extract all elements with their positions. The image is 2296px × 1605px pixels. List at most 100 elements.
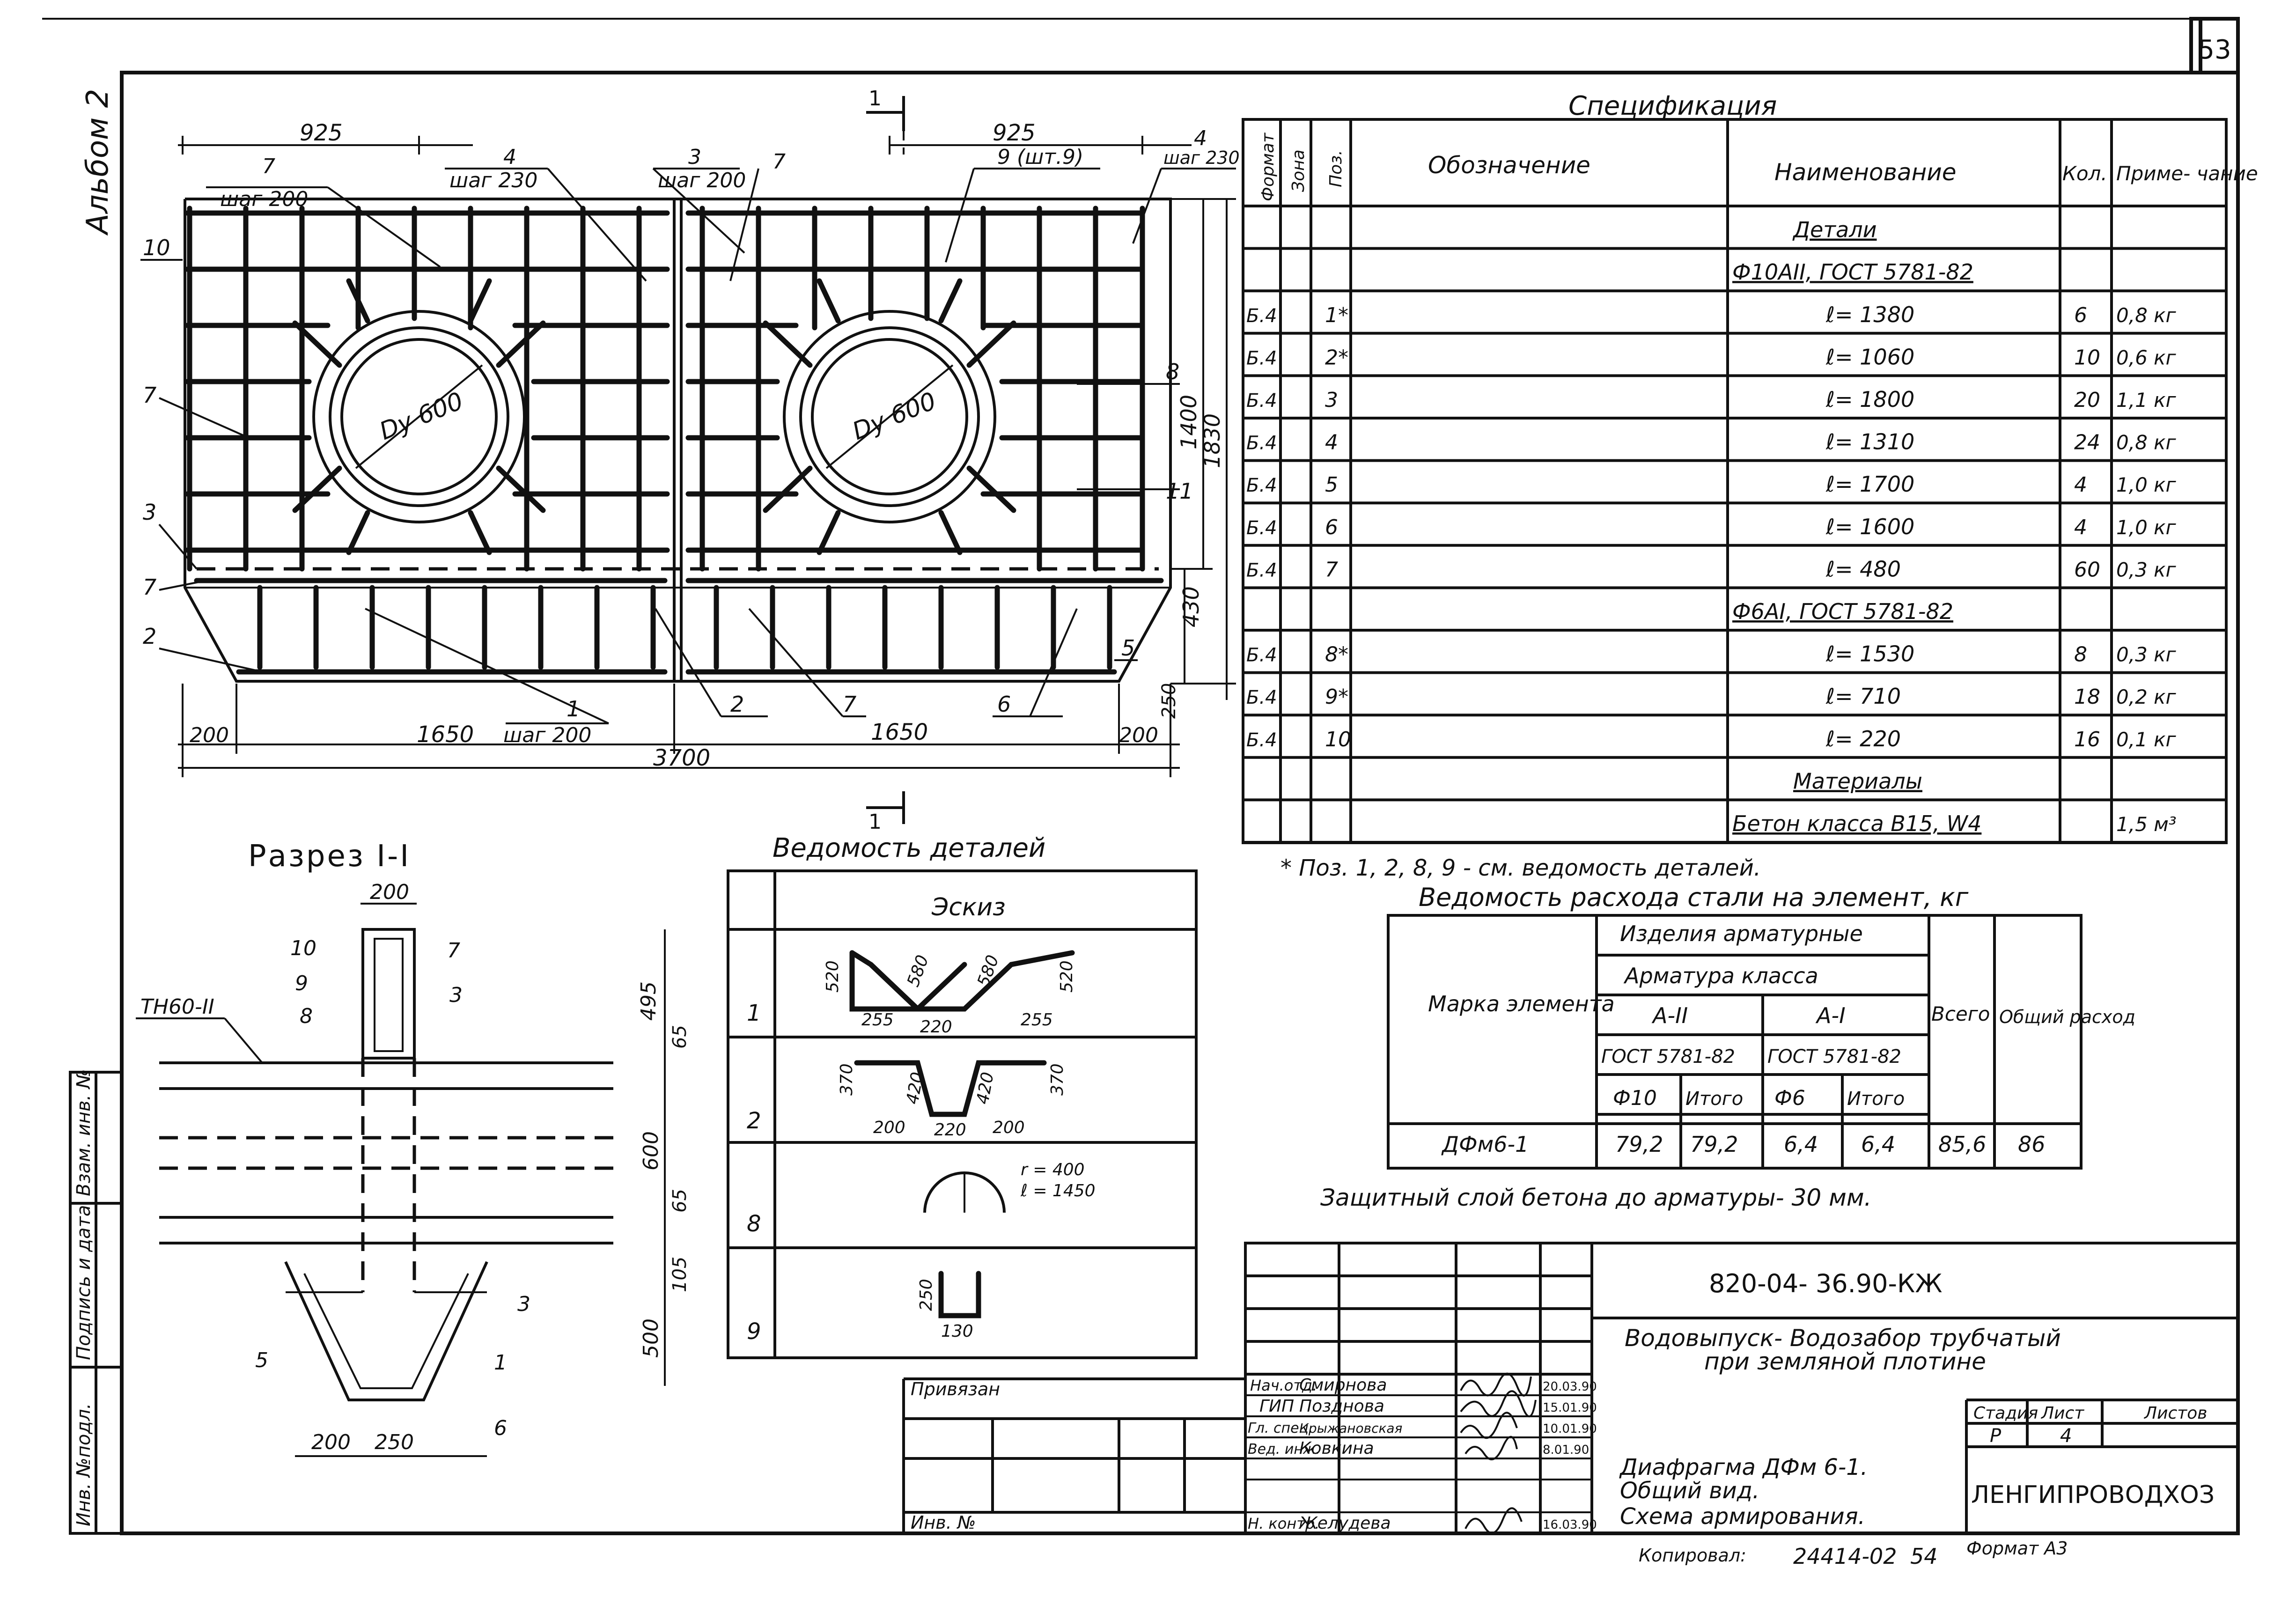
det-n2: 2 (747, 1108, 761, 1134)
det2-d370a: 370 (837, 1063, 856, 1096)
spec-cell-pos: 8* (1325, 643, 1348, 667)
stamp-desc1: Диафрагма ДФм 6-1. (1619, 1454, 1868, 1480)
spec-cell-format: Б.4 (1246, 433, 1277, 454)
spec-cell-qty: 20 (2074, 388, 2100, 412)
leader-4a: 4 (503, 145, 516, 169)
stamp-desc3: Схема армирования. (1620, 1503, 1865, 1530)
spec-cell-format: Б.4 (1246, 475, 1277, 496)
stamp-role1: Нач.отд. (1250, 1377, 1317, 1394)
plan-view: Dу 600 Dу 600 925 925 7 шаг 200 4 шаг 23… (140, 87, 1240, 834)
dim-200b: 200 (1119, 723, 1158, 747)
spec-cell-qty: 6 (2074, 303, 2087, 327)
det1-d255a: 255 (861, 1010, 894, 1030)
sec-dim-105: 105 (669, 1257, 691, 1292)
spec-cell-pos: 6 (1325, 515, 1338, 539)
callout-10: 10 (143, 235, 170, 260)
callout-7d: 7 (143, 574, 156, 600)
det1-d220: 220 (920, 1017, 952, 1037)
spec-cell-qty: 4 (2074, 515, 2087, 539)
footer-format: Формат А3 (1966, 1538, 2068, 1559)
spec-cell-note: 0,8 кг (2116, 431, 2177, 454)
stamp-code: 820-04- 36.90-КЖ (1709, 1269, 1943, 1298)
spec-cell-format: Б.4 (1246, 729, 1277, 751)
det1-d255b: 255 (1021, 1010, 1053, 1030)
steel-h-group: Изделия арматурные (1620, 921, 1863, 946)
stamp-role4: Вед. инж. (1248, 1441, 1320, 1458)
steel-h-class: Арматура класса (1623, 963, 1818, 988)
det2-d370b: 370 (1048, 1063, 1067, 1096)
spec-cell-name: ℓ= 1380 (1825, 302, 1914, 327)
stamp-date2: 15.01.90 (1543, 1401, 1597, 1415)
det-n1: 1 (747, 1000, 761, 1026)
stamp-name5: Желудева (1298, 1514, 1391, 1533)
stamp-name4: Ковкина (1299, 1439, 1374, 1458)
sec-callout-10: 10 (290, 936, 316, 960)
details-h-sketch: Эскиз (931, 893, 1006, 921)
stamp-date3: 10.01.90 (1543, 1422, 1597, 1436)
leader-step230a: шаг 230 (449, 169, 537, 192)
side-inv: Инв. №подл. (73, 1403, 95, 1526)
sec-label-th: ТН60-II (140, 995, 214, 1019)
leader-7b: 7 (773, 150, 786, 174)
steel-h-f10: Ф10 (1613, 1086, 1657, 1110)
leader-7a: 7 (262, 155, 275, 178)
spec-cell-note: 0,6 кг (2116, 346, 2177, 369)
leader-4b: 4 (1194, 126, 1207, 150)
dim-430: 430 (1178, 586, 1204, 627)
right-callouts: 8 11 5 (1077, 359, 1193, 661)
spec-cell-note: 0,8 кг (2116, 304, 2177, 327)
right-mesh (685, 206, 1164, 675)
sec-callout-3a: 3 (449, 983, 463, 1007)
dim-1650b: 1650 (871, 719, 928, 745)
footer-copied: Копировал: (1639, 1545, 1746, 1566)
spec-h-name: Наименование (1774, 159, 1957, 186)
callout-6: 6 (997, 692, 1011, 717)
spec-cell-pos: 1* (1325, 303, 1348, 327)
det1-d580b: 580 (974, 952, 1003, 989)
steel-v5: 85,6 (1938, 1132, 1986, 1157)
leader-step200b: шаг 200 (658, 169, 746, 192)
spec-h-pos: Поз. (1326, 150, 1346, 187)
det9-d250: 250 (917, 1279, 936, 1311)
spec-h-zone: Зона (1289, 149, 1308, 192)
details-title: Ведомость деталей (773, 833, 1045, 863)
spec-cell-qty: 24 (2074, 431, 2100, 455)
steel-h-it2: Итого (1847, 1088, 1905, 1110)
spec-cell-pos: 9* (1325, 685, 1348, 709)
sec-dim-600: 600 (639, 1131, 663, 1171)
stamp-title2: при земляной плотине (1704, 1348, 1986, 1375)
spec-cell-name: ℓ= 1700 (1825, 471, 1914, 497)
det1-d580a: 580 (904, 952, 933, 989)
sec-dim-500: 500 (639, 1318, 663, 1358)
sec-dim-200b: 200 (311, 1430, 351, 1454)
sec-dim-200: 200 (370, 880, 409, 904)
spec-cell-name: ℓ= 480 (1825, 556, 1901, 582)
spec-footnote: * Поз. 1, 2, 8, 9 - см. ведомость детале… (1280, 855, 1761, 881)
spec-cell-name: Ф6АI, ГОСТ 5781-82 (1732, 599, 1953, 624)
spec-cell-name: ℓ= 1800 (1825, 387, 1914, 412)
det-n8: 8 (747, 1211, 761, 1237)
leader-step230b: шаг 230 (1163, 147, 1240, 168)
spec-cell-format: Б.4 (1246, 687, 1277, 708)
spec-cell-name: ℓ= 710 (1825, 684, 1901, 709)
spec-cell-qty: 18 (2074, 685, 2100, 709)
spec-cell-qty: 60 (2074, 558, 2100, 582)
spec-cell-pos: 7 (1325, 558, 1338, 582)
spec-cell-note: 1,1 кг (2116, 389, 2177, 412)
stamp-sheets-h: Листов (2143, 1404, 2207, 1423)
spec-cell-name: Материалы (1793, 768, 1922, 794)
det2-d200a: 200 (873, 1118, 905, 1137)
sec-callout-9: 9 (295, 972, 308, 995)
steel-h-f6: Ф6 (1774, 1086, 1805, 1110)
steel-h-gost2: ГОСТ 5781-82 (1767, 1046, 1901, 1068)
steel-h-mark: Марка элемента (1428, 991, 1615, 1016)
spec-cell-name: ℓ= 1060 (1825, 344, 1914, 369)
stamp-inv: Инв. № (911, 1512, 976, 1533)
stamp-role5: Н. контр. (1248, 1515, 1319, 1532)
section-mark-bottom: 1 (868, 810, 882, 834)
side-stamp: Инв. №подл. Подпись и дата Взам. инв. № (69, 1069, 123, 1535)
spec-cell-note: 0,3 кг (2116, 558, 2177, 581)
side-replace: Взам. инв. № (73, 1069, 95, 1196)
spec-h-note: Приме- чание (2116, 162, 2258, 185)
album-label: Альбом 2 (81, 89, 115, 236)
